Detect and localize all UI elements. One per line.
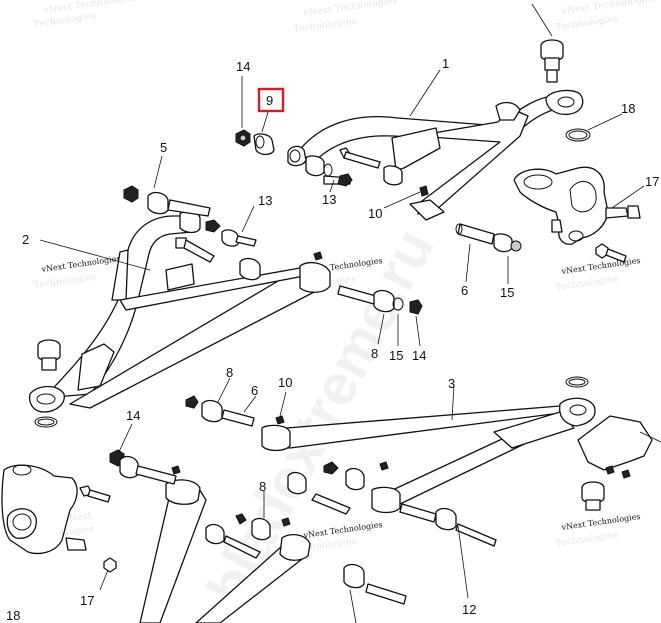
callout-label: 1 (442, 56, 449, 71)
callout-label: 14 (412, 348, 426, 363)
callout-label: 10 (368, 206, 382, 221)
highlighted-callout[interactable]: 9 (257, 87, 285, 113)
callout-label: 12 (462, 602, 476, 617)
hardware (79, 129, 631, 605)
steering-knuckle-right (513, 166, 641, 245)
skid-plate (577, 415, 661, 471)
watermark: Technologies (33, 11, 97, 30)
o-ring-right (565, 376, 589, 388)
watermark: vNext Technologies (40, 254, 121, 274)
callout-label: 5 (160, 140, 167, 155)
callout-label: 13 (322, 192, 336, 207)
callout-label: 8 (226, 365, 233, 380)
callout-label: 6 (461, 283, 468, 298)
callout-label: 2 (22, 232, 29, 247)
lower-a-arm-left (139, 479, 311, 623)
callout-label: 15 (389, 348, 403, 363)
callout-label: 6 (251, 383, 258, 398)
watermark: vNext Technologies (560, 0, 656, 17)
callout-label: 18 (6, 608, 20, 623)
callout-labels: 1 2 3 5 6 6 8 8 8 10 10 12 13 13 14 14 1… (6, 56, 659, 623)
highlight-label: 9 (266, 93, 273, 108)
watermark: Technologies (33, 272, 97, 291)
watermark: vNext Technologies (560, 512, 641, 532)
leader-lines (39, 69, 645, 623)
callout-label: 8 (259, 479, 266, 494)
callout-label: 17 (80, 593, 94, 608)
ball-joint-top (531, 3, 564, 83)
watermark: vNext Technologies (302, 520, 383, 540)
lower-a-arm-right (261, 397, 596, 514)
callout-label: 14 (126, 408, 140, 423)
watermark: Technologies (293, 16, 357, 35)
callout-label: 8 (371, 346, 378, 361)
callout-label: 10 (278, 375, 292, 390)
watermark: Technologies (555, 14, 619, 33)
steering-knuckle-left (1, 464, 87, 555)
watermark: vNext Technologies (560, 256, 641, 276)
ball-joint-right (581, 481, 605, 511)
watermark: Technologies (555, 530, 619, 549)
watermark: Technologies (555, 274, 619, 293)
callout-label: 13 (258, 193, 272, 208)
callout-label: 14 (236, 59, 250, 74)
ball-joint-left (37, 339, 61, 371)
callout-label: 17 (645, 174, 659, 189)
o-ring-left (34, 416, 58, 428)
callout-label: 3 (448, 376, 455, 391)
upper-a-arm-right (287, 89, 584, 221)
highlight-box (257, 87, 285, 113)
watermark: vNext (62, 511, 93, 525)
callout-label: 15 (500, 285, 514, 300)
o-ring-top (565, 128, 591, 142)
callout-label: 18 (621, 101, 635, 116)
